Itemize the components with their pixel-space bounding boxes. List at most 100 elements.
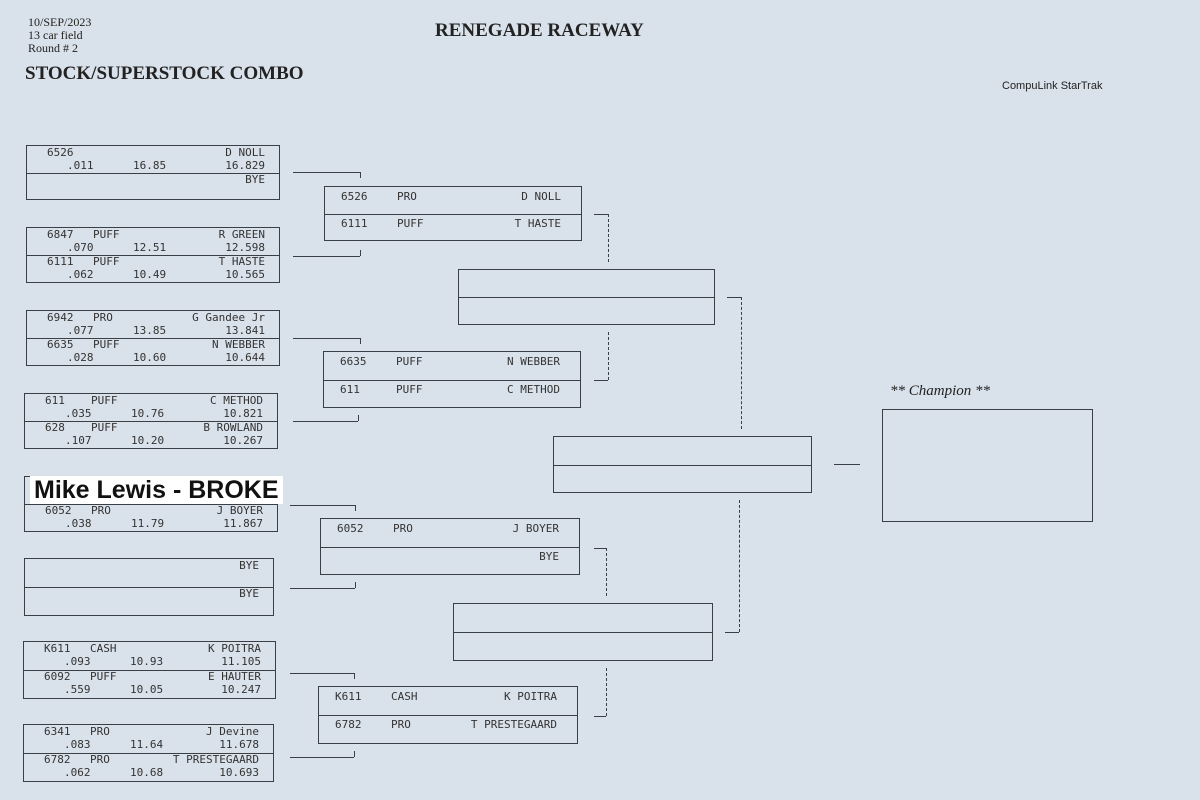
top-lane: BYE	[25, 559, 273, 588]
driver-name: C METHOD	[210, 394, 263, 407]
dial-in: 10.20	[131, 434, 165, 447]
driver-name: E HAUTER	[208, 670, 261, 683]
reaction-time: .011	[67, 159, 94, 172]
dial-in: 10.68	[130, 766, 164, 779]
reaction-time: .062	[64, 766, 91, 779]
driver-name: K POITRA	[504, 690, 557, 703]
top-lane: 6052 PRO J BOYER	[321, 519, 579, 548]
reaction-time: .093	[64, 655, 91, 668]
driver-name: T PRESTEGAARD	[172, 753, 259, 766]
dial-in: 10.93	[130, 655, 164, 668]
driver-name: G Gandee Jr	[192, 311, 265, 324]
driver-name: J BOYER	[216, 504, 263, 517]
driver-name: N WEBBER	[212, 338, 265, 351]
bottom-lane: 611 PUFF C METHOD	[324, 380, 580, 408]
elapsed-time: 10.267	[223, 434, 263, 447]
bottom-lane: BYE	[25, 587, 273, 615]
car-number: 6782	[335, 718, 362, 731]
driver-name: BYE	[239, 587, 259, 600]
bottom-lane: BYE	[321, 547, 579, 575]
reaction-time: .062	[67, 268, 94, 281]
elapsed-time: 13.841	[225, 324, 265, 337]
car-class: PRO	[91, 504, 111, 517]
elapsed-time: 16.829	[225, 159, 265, 172]
car-class: PUFF	[93, 255, 120, 268]
car-number: 6782	[44, 753, 71, 766]
driver-name: T PRESTEGAARD	[470, 718, 557, 731]
elapsed-time: 11.678	[219, 738, 259, 751]
car-number: 6526	[47, 146, 74, 159]
dial-in: 10.49	[133, 268, 167, 281]
dial-in: 10.05	[130, 683, 164, 696]
car-class: PUFF	[93, 338, 120, 351]
round1-match-box: BYE BYE	[24, 558, 274, 616]
car-class: PRO	[393, 522, 413, 535]
driver-name: T HASTE	[218, 255, 265, 268]
car-class: PUFF	[396, 382, 423, 396]
car-class: PUFF	[396, 355, 423, 368]
elapsed-time: 10.644	[225, 351, 265, 364]
driver-name: D NOLL	[225, 146, 265, 159]
driver-name: B ROWLAND	[203, 421, 263, 434]
elapsed-time: 10.565	[225, 268, 265, 281]
car-number: 6092	[44, 670, 71, 683]
car-class: PUFF	[91, 394, 118, 407]
driver-name: BYE	[239, 559, 259, 572]
elapsed-time: 10.821	[223, 407, 263, 420]
car-number: 6526	[341, 190, 368, 203]
car-number: 6111	[47, 255, 74, 268]
dial-in: 16.85	[133, 159, 167, 172]
dial-in: 12.51	[133, 241, 167, 254]
car-class: PUFF	[91, 421, 118, 434]
car-number: 6942	[47, 311, 74, 324]
car-number: 6847	[47, 228, 74, 241]
reaction-time: .559	[64, 683, 91, 696]
elapsed-time: 11.867	[223, 517, 263, 530]
dial-in: 11.64	[130, 738, 164, 751]
driver-name: BYE	[245, 172, 265, 186]
car-number: 6635	[47, 338, 74, 351]
final-box	[553, 436, 812, 493]
round2-match-box: 6052 PRO J BOYER BYE	[320, 518, 580, 575]
car-class: PUFF	[397, 216, 424, 230]
car-number: 6111	[341, 216, 368, 230]
champion-box	[882, 409, 1093, 522]
track-title: RENEGADE RACEWAY	[435, 20, 644, 41]
reaction-time: .070	[67, 241, 94, 254]
champion-label: ** Champion **	[890, 383, 991, 399]
elapsed-time: 12.598	[225, 241, 265, 254]
driver-name: J BOYER	[512, 522, 559, 535]
semifinal-box-1	[458, 269, 715, 325]
car-number: 611	[340, 382, 360, 396]
round-number: Round # 2	[28, 41, 79, 55]
reaction-time: .035	[65, 407, 92, 420]
dial-in: 10.60	[133, 351, 167, 364]
driver-name: C METHOD	[507, 382, 560, 396]
car-number: K611	[335, 690, 362, 703]
car-number: 6052	[337, 522, 364, 535]
car-class: CASH	[90, 642, 117, 655]
car-class: PRO	[90, 725, 110, 738]
event-date: 10/SEP/2023	[28, 15, 92, 29]
reaction-time: .077	[67, 324, 94, 337]
bottom-lane: BYE	[27, 173, 279, 200]
car-number: 628	[45, 421, 65, 434]
car-class: PUFF	[93, 228, 120, 241]
